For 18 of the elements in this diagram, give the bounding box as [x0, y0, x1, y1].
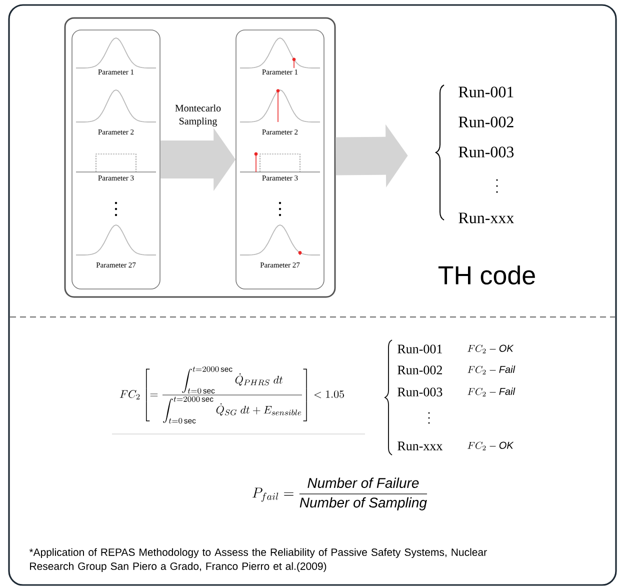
run-label: Run-001: [458, 86, 514, 98]
footnote: *Application of REPAS Methodology to Assess the Reliability of Passive Safety Systems, Nuclear Research Group San Piero a Grado, Franco Pierro et al.(2009): [29, 548, 487, 572]
run-label: Run-001: [398, 344, 442, 354]
run-label: Run-xxx: [458, 212, 514, 224]
result-formula: $FC_2-\mathit{Fail}$: [468, 388, 516, 396]
run-label: Run-xxx: [398, 442, 443, 450]
run-label: Run-003: [398, 388, 442, 396]
run-label: Run-002: [398, 366, 442, 374]
result-formula: $FC_2-\mathit{OK}$: [468, 442, 514, 450]
formula: $FC_2\left[=\frac{\displaystyle\int_{t=0\,\mathrm{sec}}^{t=2000\,\mathrm{sec}}\dot{Q}_{PHRS}\;dt}{\displaystyle\int_{t=0\,\mathrm{sec}}^{t=2000\,\mathrm{sec}}\dot{Q}_{SG}\;dt+E_{sensible}}\right]<1.05$: [120, 366, 344, 424]
formula: $P_{fail}=\frac{\mathit{Number\ of\ Failure}}{\mathit{Number\ of\ Sampling}}$: [252, 478, 428, 510]
group-box: [64, 17, 336, 298]
section-caption: TH code: [438, 265, 535, 285]
run-label: Run-002: [458, 116, 514, 128]
run-label: Run-003: [458, 146, 514, 158]
result-formula: $FC_2-\mathit{OK}$: [468, 344, 514, 354]
edge-label: Montecarlo Sampling: [175, 104, 221, 127]
result-formula: $FC_2-\mathit{Fail}$: [468, 366, 516, 374]
